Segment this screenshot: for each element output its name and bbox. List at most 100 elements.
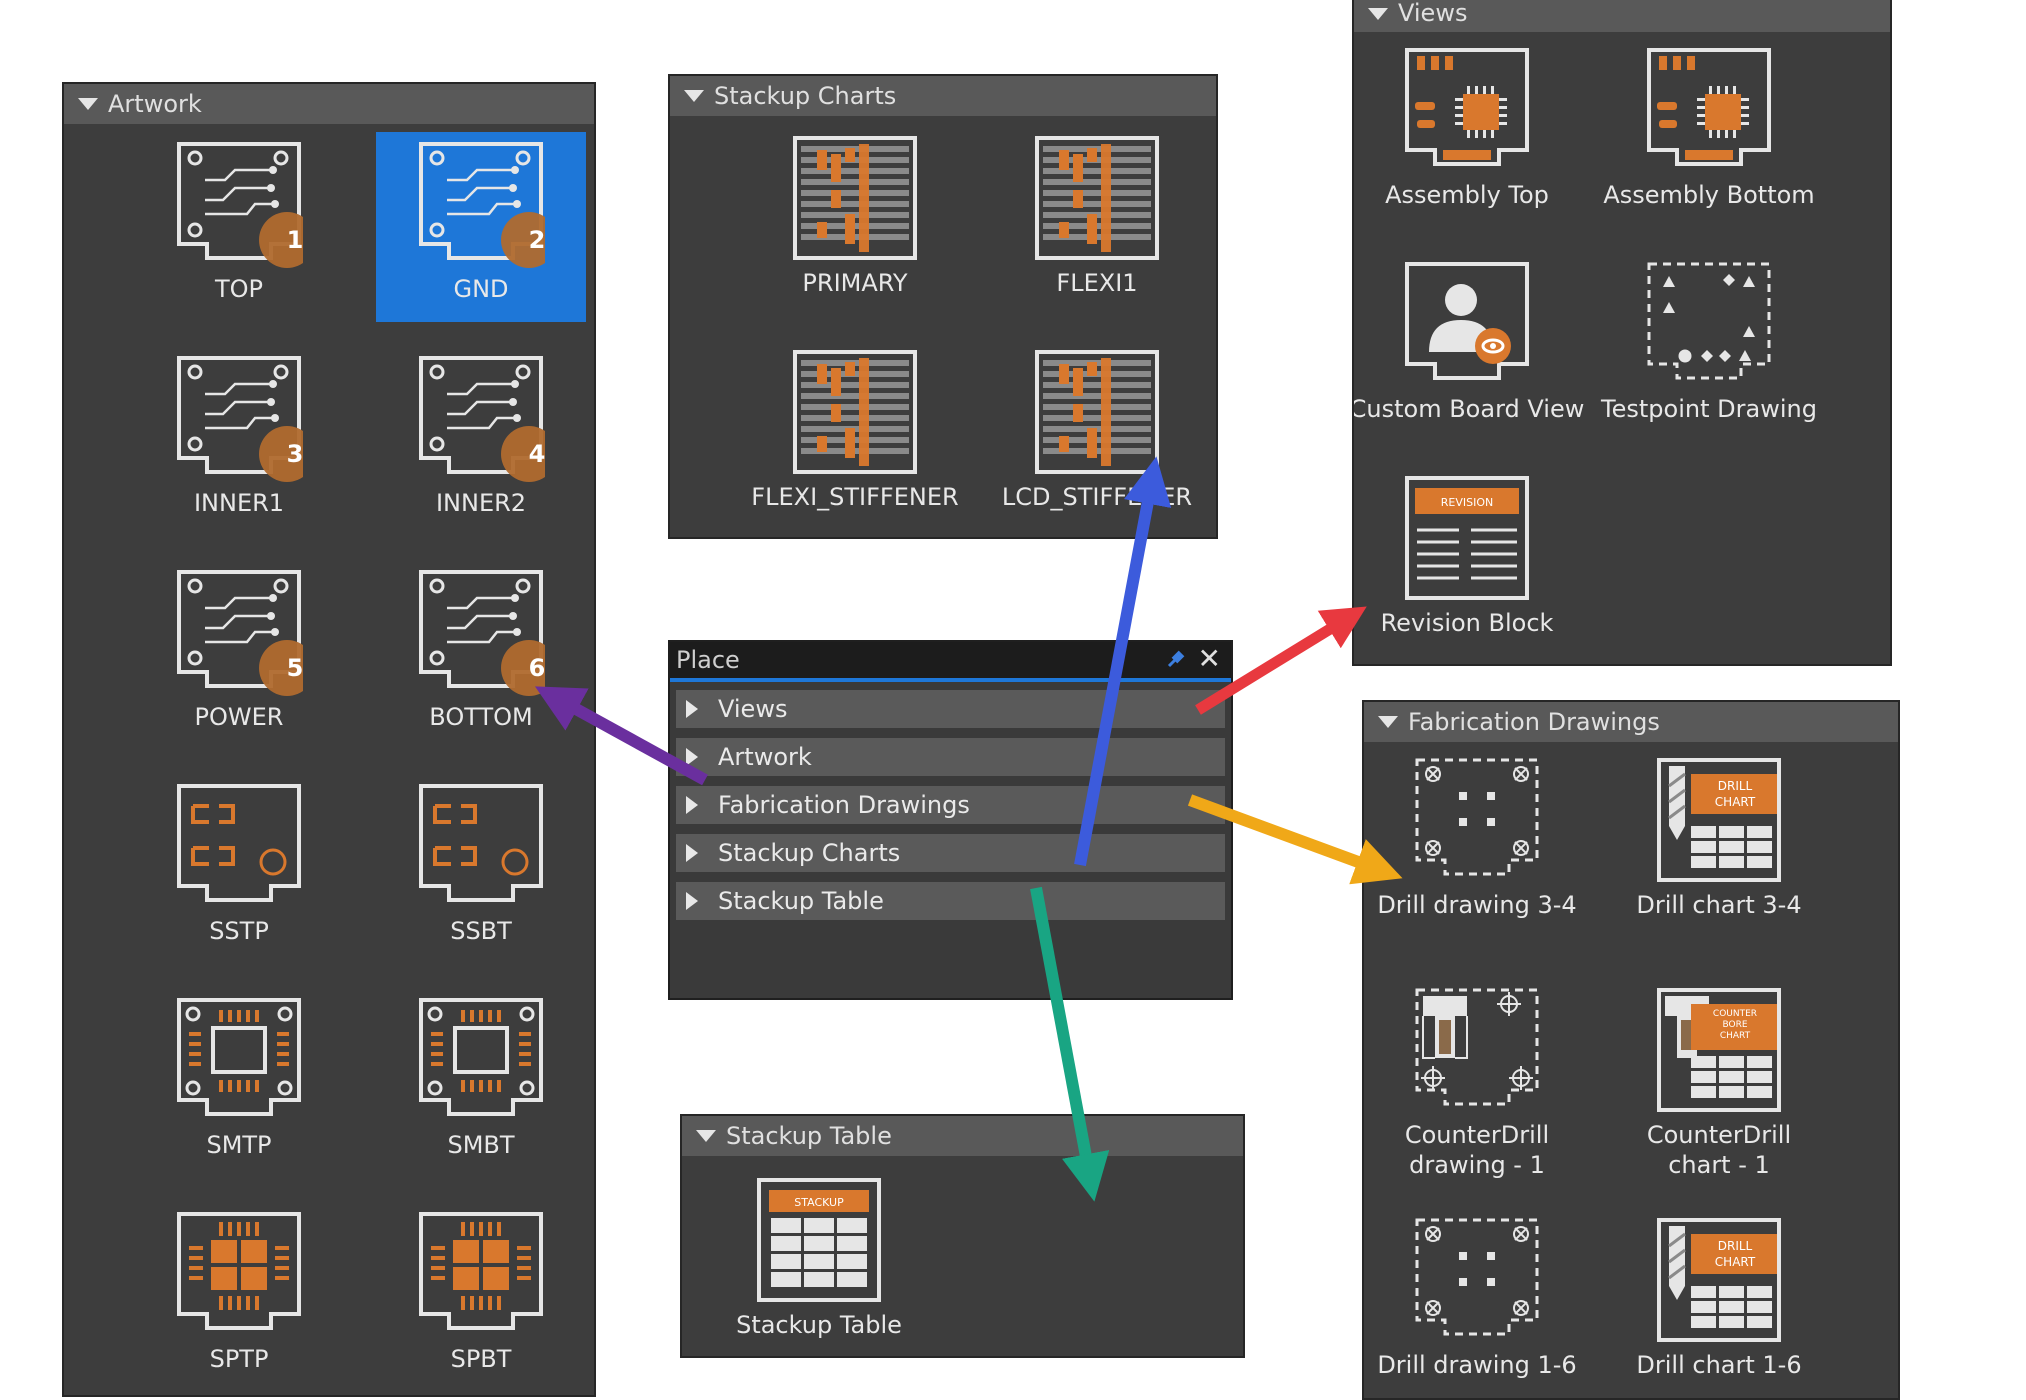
fab-item-label: CounterDrill chart - 1 [1646, 1121, 1792, 1179]
stackup-table-title: Stackup Table [726, 1122, 892, 1150]
fab-item-drill-drawing-1-6[interactable]: Drill drawing 1-6 [1372, 1208, 1582, 1398]
artwork-item-label: POWER [194, 703, 284, 731]
place-title: Place [670, 642, 1231, 682]
artwork-item-smbt[interactable]: SMBT [376, 988, 586, 1178]
artwork-item-label: SMBT [447, 1131, 515, 1159]
fabrication-header[interactable]: Fabrication Drawings [1364, 702, 1898, 742]
place-row-fabrication-drawings[interactable]: Fabrication Drawings [676, 786, 1225, 824]
stackup_charts-item-flexi-stiffener[interactable]: FLEXI_STIFFENER [750, 340, 960, 530]
svg-text:DRILL: DRILL [1718, 779, 1753, 793]
svg-text:COUNTER: COUNTER [1713, 1009, 1757, 1019]
artwork-item-label: SPBT [450, 1345, 512, 1373]
place-row-stackup-table[interactable]: Stackup Table [676, 882, 1225, 920]
lcd-stiffener-icon [1035, 350, 1159, 474]
artwork-item-label: SSBT [450, 917, 512, 945]
expand-triangle-icon [686, 844, 698, 862]
bottom-icon [419, 570, 545, 696]
layer-number-badge: 1 [286, 226, 304, 254]
place-row-artwork[interactable]: Artwork [676, 738, 1225, 776]
svg-text:CHART: CHART [1715, 795, 1756, 809]
artwork-item-sstp[interactable]: SSTP [134, 774, 344, 964]
place-row-label: Stackup Table [718, 887, 884, 915]
collapse-triangle-icon [1368, 8, 1388, 20]
stackup-charts-header[interactable]: Stackup Charts [670, 76, 1216, 116]
place-row-label: Views [718, 695, 788, 723]
svg-text:CHART: CHART [1720, 1031, 1751, 1041]
smtp-icon [177, 998, 301, 1116]
fab-item-label: Drill drawing 1-6 [1377, 1351, 1577, 1379]
artwork-item-label: INNER1 [193, 489, 285, 517]
expand-triangle-icon [686, 748, 698, 766]
ssbt-icon [419, 784, 543, 902]
fab-item-label: Drill chart 3-4 [1636, 891, 1802, 919]
views-item-custom-board-view[interactable]: Custom Board View [1354, 252, 1584, 442]
views-item-label: Assembly Bottom [1603, 181, 1815, 209]
layer-number-badge: 4 [528, 440, 546, 468]
views-item-assembly-top[interactable]: Assembly Top [1362, 38, 1572, 228]
layer-number-badge: 2 [528, 226, 546, 254]
fab-item-drill-drawing-3-4[interactable]: Drill drawing 3-4 [1372, 748, 1582, 938]
place-row-stackup-charts[interactable]: Stackup Charts [676, 834, 1225, 872]
views-header[interactable]: Views [1354, 0, 1890, 32]
stackup-table-icon: STACKUP [757, 1178, 881, 1302]
stackup-table-header[interactable]: Stackup Table [682, 1116, 1243, 1156]
expand-triangle-icon [686, 892, 698, 910]
artwork-item-sptp[interactable]: SPTP [134, 1202, 344, 1392]
artwork-item-label: BOTTOM [429, 703, 533, 731]
stackup_charts-item-primary[interactable]: PRIMARY [750, 126, 960, 316]
place-row-views[interactable]: Views [676, 690, 1225, 728]
collapse-triangle-icon [1378, 716, 1398, 728]
gnd-icon [419, 142, 545, 268]
flexi1-icon [1035, 136, 1159, 260]
artwork-item-label: INNER2 [435, 489, 527, 517]
place-row-label: Stackup Charts [718, 839, 901, 867]
place-row-label: Artwork [718, 743, 812, 771]
artwork-item-smtp[interactable]: SMTP [134, 988, 344, 1178]
stackup_charts-item-label: LCD_STIFFENER [1001, 483, 1193, 511]
svg-text:BORE: BORE [1722, 1020, 1747, 1030]
stackup_table-item-label: Stackup Table [736, 1311, 902, 1339]
inner2-icon [419, 356, 545, 482]
artwork-item-spbt[interactable]: SPBT [376, 1202, 586, 1392]
stackup_charts-item-lcd-stiffener[interactable]: LCD_STIFFENER [992, 340, 1202, 530]
spbt-icon [419, 1212, 543, 1330]
expand-triangle-icon [686, 700, 698, 718]
artwork-item-label: SMTP [206, 1131, 272, 1159]
artwork-header[interactable]: Artwork [64, 84, 594, 124]
inner1-icon [177, 356, 303, 482]
assembly-bottom-icon [1647, 48, 1771, 166]
stackup_charts-item-flexi1[interactable]: FLEXI1 [992, 126, 1202, 316]
artwork-item-label: SPTP [209, 1345, 269, 1373]
close-icon[interactable]: ✕ [1197, 642, 1221, 675]
stackup_table-item-stackup-table[interactable]: STACKUP Stackup Table [714, 1168, 924, 1356]
fabrication-title: Fabrication Drawings [1408, 708, 1660, 736]
views-item-label: Assembly Top [1385, 181, 1549, 209]
pin-icon[interactable] [1165, 648, 1187, 670]
stackup_charts-item-label: FLEXI1 [1056, 269, 1138, 297]
artwork-item-ssbt[interactable]: SSBT [376, 774, 586, 964]
layer-number-badge: 6 [528, 654, 546, 682]
layer-number-badge: 3 [286, 440, 304, 468]
svg-text:REVISION: REVISION [1441, 496, 1493, 509]
stackup-table-panel: Stackup Table STACKUP Stackup Table [680, 1114, 1245, 1358]
stackup_charts-item-label: FLEXI_STIFFENER [751, 483, 959, 511]
place-row-label: Fabrication Drawings [718, 791, 970, 819]
views-item-testpoint-drawing[interactable]: Testpoint Drawing [1601, 252, 1817, 442]
views-item-assembly-bottom[interactable]: Assembly Bottom [1603, 38, 1815, 228]
collapse-triangle-icon [696, 1130, 716, 1142]
drill-drawing-3-4-icon [1415, 758, 1539, 876]
fab-item-drill-chart-3-4[interactable]: DRILL CHART Drill chart 3-4 [1614, 748, 1824, 938]
views-item-label: Testpoint Drawing [1601, 395, 1817, 423]
stackup_charts-item-label: PRIMARY [802, 269, 908, 297]
fab-item-counterdrill-drawing-1[interactable]: CounterDrill drawing - 1 [1372, 978, 1582, 1179]
